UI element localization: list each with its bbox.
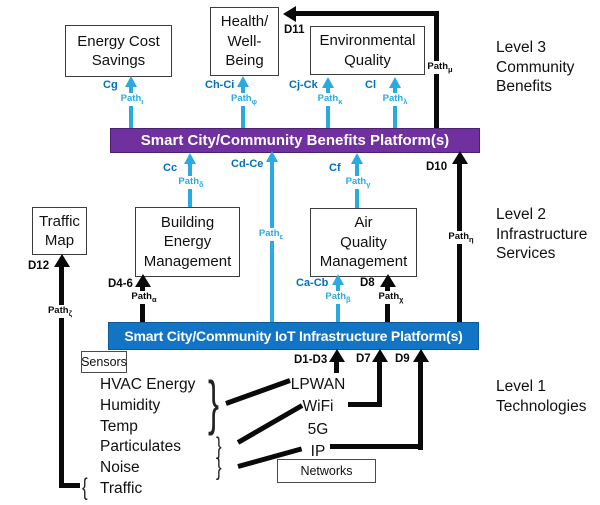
label-path-phi: Pathφ [230, 93, 258, 106]
d4-6-line [140, 287, 145, 322]
wifi-connector-line [348, 402, 380, 407]
level-3-caption: Level 3 Community Benefits [496, 39, 575, 95]
network-item-5g: 5G [307, 420, 329, 438]
sensor-item-noise: Noise [100, 459, 140, 477]
particulates-brace: } [216, 433, 222, 460]
networks-caption-box: Networks [277, 459, 376, 483]
label-path-iota: Pathι [119, 93, 145, 106]
d1-d3-line [334, 362, 339, 373]
arrowhead-cd-ce [266, 151, 278, 162]
arrowhead-ch-ci [237, 76, 249, 87]
health-well-being-box: Health/ Well- Being [210, 7, 279, 76]
label-path-alpha: Pathα [130, 291, 158, 304]
environmental-quality-box: Environmental Quality [310, 26, 425, 75]
d11-horizontal-line [296, 11, 439, 16]
ip-connector-line [330, 444, 422, 449]
d12-line [59, 267, 64, 488]
noise-brace: } [216, 454, 222, 481]
sensor-group-brace: } [208, 369, 220, 436]
flow-line-cd-ce [270, 162, 274, 322]
label-d11: D11 [284, 24, 305, 36]
label-path-eta: Pathη [447, 231, 475, 244]
label-cd-ce: Cd-Ce [231, 158, 264, 170]
sensors-caption-box: Sensors [81, 351, 127, 373]
label-cc: Cc [163, 162, 178, 174]
sensors-to-lpwan-line [225, 378, 291, 406]
arrowhead-d7 [372, 349, 388, 362]
label-path-mu: Pathμ [426, 61, 454, 74]
label-d12: D12 [28, 260, 50, 272]
traffic-map-box: Traffic Map [32, 207, 87, 255]
arrowhead-d11 [283, 6, 296, 22]
label-cf: Cf [329, 162, 341, 174]
air-quality-management-box: Air Quality Management [310, 208, 417, 277]
label-d9: D9 [395, 353, 410, 365]
sensor-list: HVAC Energy Humidity Temp Particulates N… [100, 375, 225, 500]
flow-line-cg [129, 87, 133, 128]
label-cg: Cg [103, 79, 118, 91]
iot-platform-bar: Smart City/Community IoT Infrastructure … [108, 322, 479, 350]
label-d7: D7 [356, 353, 371, 365]
label-path-chi: Pathχ [377, 291, 405, 304]
d8-line [385, 287, 390, 322]
label-d8: D8 [360, 277, 375, 289]
sensor-item-hvac-energy: HVAC Energy [100, 376, 196, 393]
network-item-lpwan: LPWAN [290, 376, 346, 393]
level-1-caption: Level 1 Technologies [496, 378, 587, 415]
label-ca-cb: Ca-Cb [296, 277, 329, 289]
network-item-wifi: WiFi [302, 398, 334, 416]
d9-line [418, 362, 423, 450]
label-ch-ci: Ch-Ci [205, 79, 235, 91]
sensor-item-particulates: Particulates [100, 438, 181, 456]
benefits-platform-bar: Smart City/Community Benefits Platform(s… [110, 128, 480, 153]
arrowhead-d8 [380, 274, 396, 287]
sensor-item-temp: Temp [100, 417, 138, 435]
arrowhead-cj-ck [322, 77, 334, 88]
arrowhead-d1-d3 [329, 349, 345, 362]
label-path-beta: Pathβ [324, 291, 352, 304]
arrowhead-ca-cb [332, 274, 344, 285]
label-path-gamma: Pathγ [344, 176, 372, 189]
label-d1-d3: D1-D3 [294, 354, 328, 366]
flow-line-ch-ci [241, 87, 245, 128]
arrowhead-d12 [54, 254, 70, 267]
arrowhead-d10 [452, 151, 468, 164]
d7-line [377, 362, 382, 407]
label-cl: Cl [365, 79, 376, 91]
arrowhead-d4-6 [135, 274, 151, 287]
level-2-caption: Level 2 Infrastructure Services [496, 206, 588, 262]
label-path-epsilon: Pathε [257, 228, 285, 241]
flow-line-cj-ck [326, 88, 330, 128]
building-energy-management-box: Building Energy Management [135, 207, 240, 277]
traffic-brace: { [82, 474, 88, 501]
network-list: LPWAN WiFi 5G IP [283, 374, 353, 464]
flow-line-cl [393, 88, 397, 128]
network-item-ip: IP [310, 443, 326, 461]
sensor-item-humidity: Humidity [100, 396, 161, 414]
sensor-item-traffic: Traffic [100, 479, 143, 497]
arrowhead-d9 [413, 349, 429, 362]
arrowhead-cg [125, 76, 137, 87]
label-d10: D10 [426, 161, 448, 173]
label-path-lambda: Pathλ [381, 93, 409, 106]
arrowhead-cc [184, 153, 196, 164]
label-path-zeta: Pathζ [46, 305, 74, 318]
arrowhead-cl [389, 77, 401, 88]
traffic-connector-line [60, 483, 80, 488]
energy-cost-savings-box: Energy Cost Savings [65, 25, 172, 77]
label-path-delta: Pathδ [177, 176, 205, 189]
label-cj-ck: Cj-Ck [289, 79, 318, 91]
label-d4-6: D4-6 [108, 278, 133, 290]
arrowhead-cf [351, 153, 363, 164]
label-path-kappa: Pathκ [316, 93, 344, 106]
